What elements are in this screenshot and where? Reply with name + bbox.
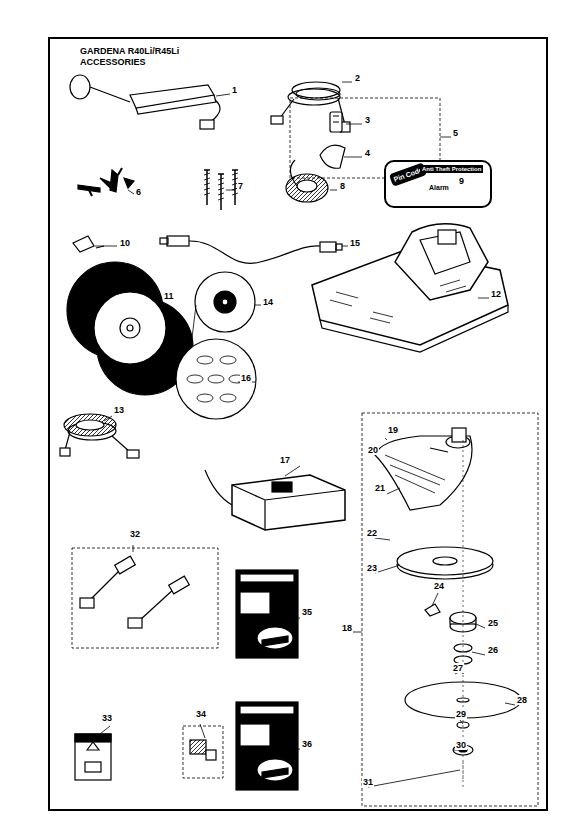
callout-number: 10 xyxy=(119,238,131,248)
callout-number: 14 xyxy=(262,297,274,307)
callout-number: 15 xyxy=(349,238,361,248)
callout-number: 7 xyxy=(237,181,244,191)
callout-number: 20 xyxy=(367,445,379,455)
callout-number: 17 xyxy=(279,455,291,465)
diagram-title: GARDENA R40Li/R45Li ACCESSORIES xyxy=(80,46,230,68)
callout-number: 23 xyxy=(366,563,378,573)
callout-number: 25 xyxy=(487,618,499,628)
callout-number: 8 xyxy=(339,181,346,191)
callout-number: 11 xyxy=(163,291,175,301)
sticker-text: Alarm xyxy=(428,184,450,191)
sticker-text: Anti Theft Protection xyxy=(420,165,483,173)
callout-number: 22 xyxy=(366,528,378,538)
callout-number: 34 xyxy=(195,709,207,719)
callout-number: 35 xyxy=(301,607,313,617)
callout-number: 24 xyxy=(433,581,445,591)
callout-number: 33 xyxy=(101,713,113,723)
callout-number: 13 xyxy=(113,405,125,415)
callout-number: 36 xyxy=(301,739,313,749)
callout-number: 2 xyxy=(354,73,361,83)
callout-number: 30 xyxy=(455,740,467,750)
callout-number: 26 xyxy=(487,645,499,655)
callout-number: 3 xyxy=(364,115,371,125)
callout-number: 4 xyxy=(364,148,371,158)
callout-number: 29 xyxy=(455,709,467,719)
callout-number: 21 xyxy=(374,483,386,493)
callout-number: 19 xyxy=(387,425,399,435)
callout-number: 9 xyxy=(458,176,465,186)
callout-number: 32 xyxy=(129,529,141,539)
callout-number: 16 xyxy=(240,373,252,383)
callout-number: 27 xyxy=(452,663,464,673)
callout-number: 12 xyxy=(490,289,502,299)
sticker-label: Pin CodeAnti Theft ProtectionAlarm xyxy=(384,160,492,208)
callout-number: 18 xyxy=(341,623,353,633)
callout-number: 6 xyxy=(135,187,142,197)
callout-number: 5 xyxy=(452,128,459,138)
callout-number: 31 xyxy=(362,777,374,787)
callout-number: 1 xyxy=(231,85,238,95)
callout-number: 28 xyxy=(516,695,528,705)
